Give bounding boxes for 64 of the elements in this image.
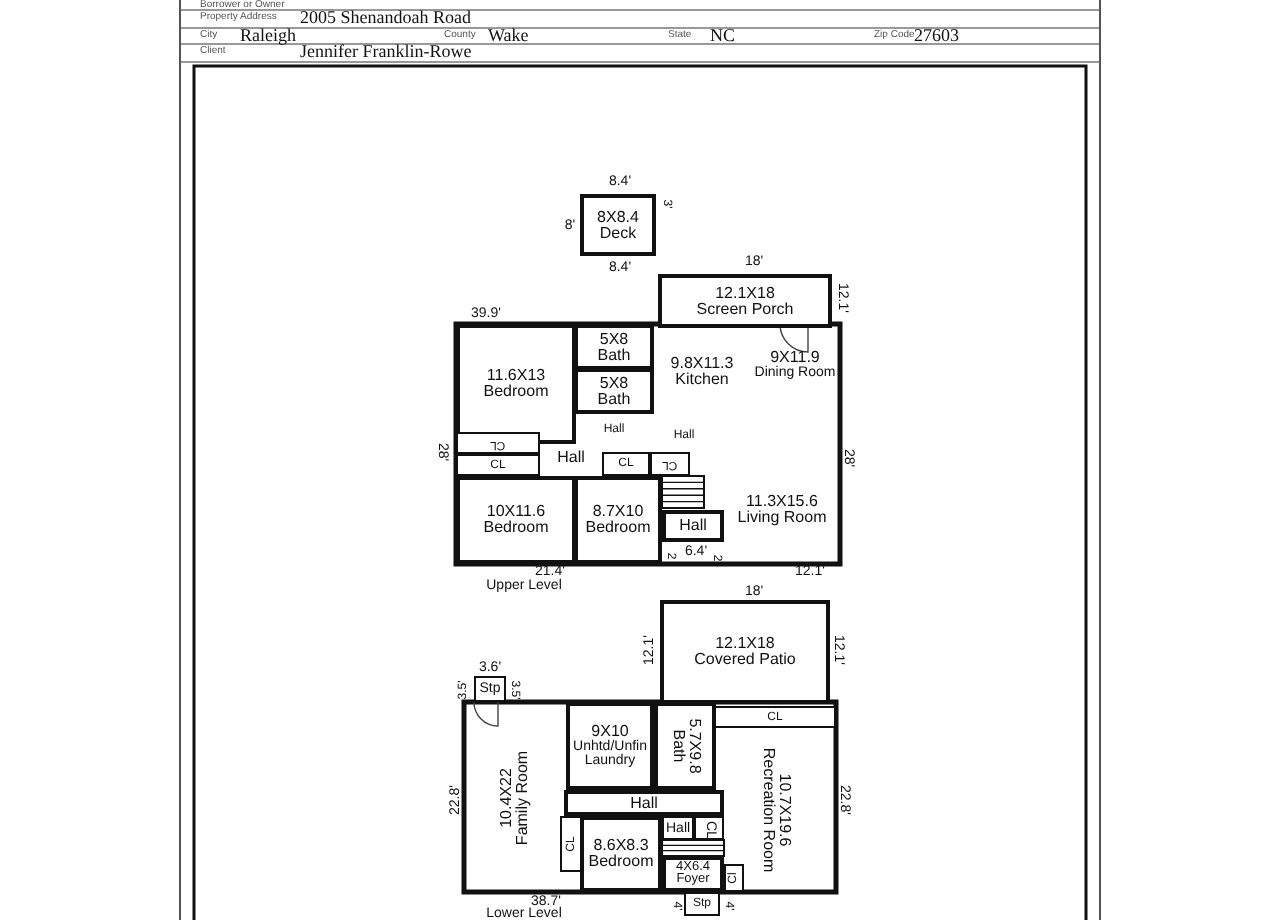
room-dimension: 5X8 xyxy=(599,331,629,347)
room-name: Covered Patio xyxy=(694,652,796,668)
room-name: Recreation Room xyxy=(760,747,776,873)
room-dimension: 11.3X15.6 xyxy=(746,494,818,510)
room-dimension: 8.7X10 xyxy=(592,504,644,520)
room-outline xyxy=(566,702,654,790)
room-outline xyxy=(650,452,690,476)
room-outline xyxy=(660,600,830,704)
room-name: Bedroom xyxy=(588,854,654,870)
room-outline xyxy=(662,856,724,892)
room-outline xyxy=(724,864,744,892)
room-dimension: 12.1X18 xyxy=(715,285,775,301)
room-dimension: 10.4X22 xyxy=(499,767,515,827)
room-outline xyxy=(714,706,836,728)
room-outline xyxy=(654,702,716,790)
room-name: Living Room xyxy=(737,510,827,526)
room-outline xyxy=(694,816,724,840)
room-name: Bath xyxy=(597,391,631,407)
room-name: Screen Porch xyxy=(696,301,794,317)
room-outline xyxy=(574,324,654,370)
room-dimension: 5X8 xyxy=(599,375,629,391)
room-name: Kitchen xyxy=(675,372,729,388)
room-outline xyxy=(574,368,654,414)
room-outline xyxy=(564,790,724,816)
room-name: Hall xyxy=(630,795,658,811)
room-dimension: 8.6X8.3 xyxy=(593,838,649,854)
room-outline xyxy=(560,816,582,872)
room-outline xyxy=(658,274,832,328)
room-dimension: 11.6X13 xyxy=(486,368,546,384)
room-name: Hall xyxy=(679,518,707,534)
room-outline xyxy=(580,816,662,892)
field-value: NC xyxy=(710,27,736,45)
room-outline xyxy=(602,452,650,476)
room-outline xyxy=(456,454,540,476)
room-name: Bath xyxy=(669,729,685,763)
room-dimension: 8X8.4 xyxy=(597,209,639,225)
room-name: Hall xyxy=(557,450,585,466)
room-name: Bedroom xyxy=(585,520,651,536)
room-outline xyxy=(474,676,506,702)
room-outline xyxy=(662,816,694,840)
field-value: 2005 Shenandoah Road xyxy=(300,9,471,27)
room-name: Bedroom xyxy=(483,520,549,536)
room-outline xyxy=(662,510,724,542)
field-value: 27603 xyxy=(914,27,959,45)
room-name: Bedroom xyxy=(483,384,549,400)
field-value: Raleigh xyxy=(240,27,296,45)
room-outline xyxy=(684,892,720,916)
room-name: Family Room xyxy=(515,749,531,845)
room-outline xyxy=(456,476,576,564)
room-dimension: 9X11.9 xyxy=(770,349,820,365)
room-name: Deck xyxy=(599,225,637,241)
room-outline xyxy=(574,476,662,564)
room-dimension: 10X11.6 xyxy=(486,504,546,520)
room-dimension: 5.7X9.8 xyxy=(685,718,701,774)
room-dimension: 12.1X18 xyxy=(715,636,775,652)
room-name: Bath xyxy=(597,347,631,363)
room-dimension: 10.7X19.6 xyxy=(776,773,792,847)
room-dimension: 9.8X11.3 xyxy=(670,356,734,372)
field-value: Wake xyxy=(488,27,529,45)
room-dimension: 9X10 xyxy=(591,724,629,740)
room-outline xyxy=(456,324,576,444)
field-value: Jennifer Franklin-Rowe xyxy=(300,43,472,61)
room-outline xyxy=(580,194,656,256)
room-outline xyxy=(456,432,540,454)
